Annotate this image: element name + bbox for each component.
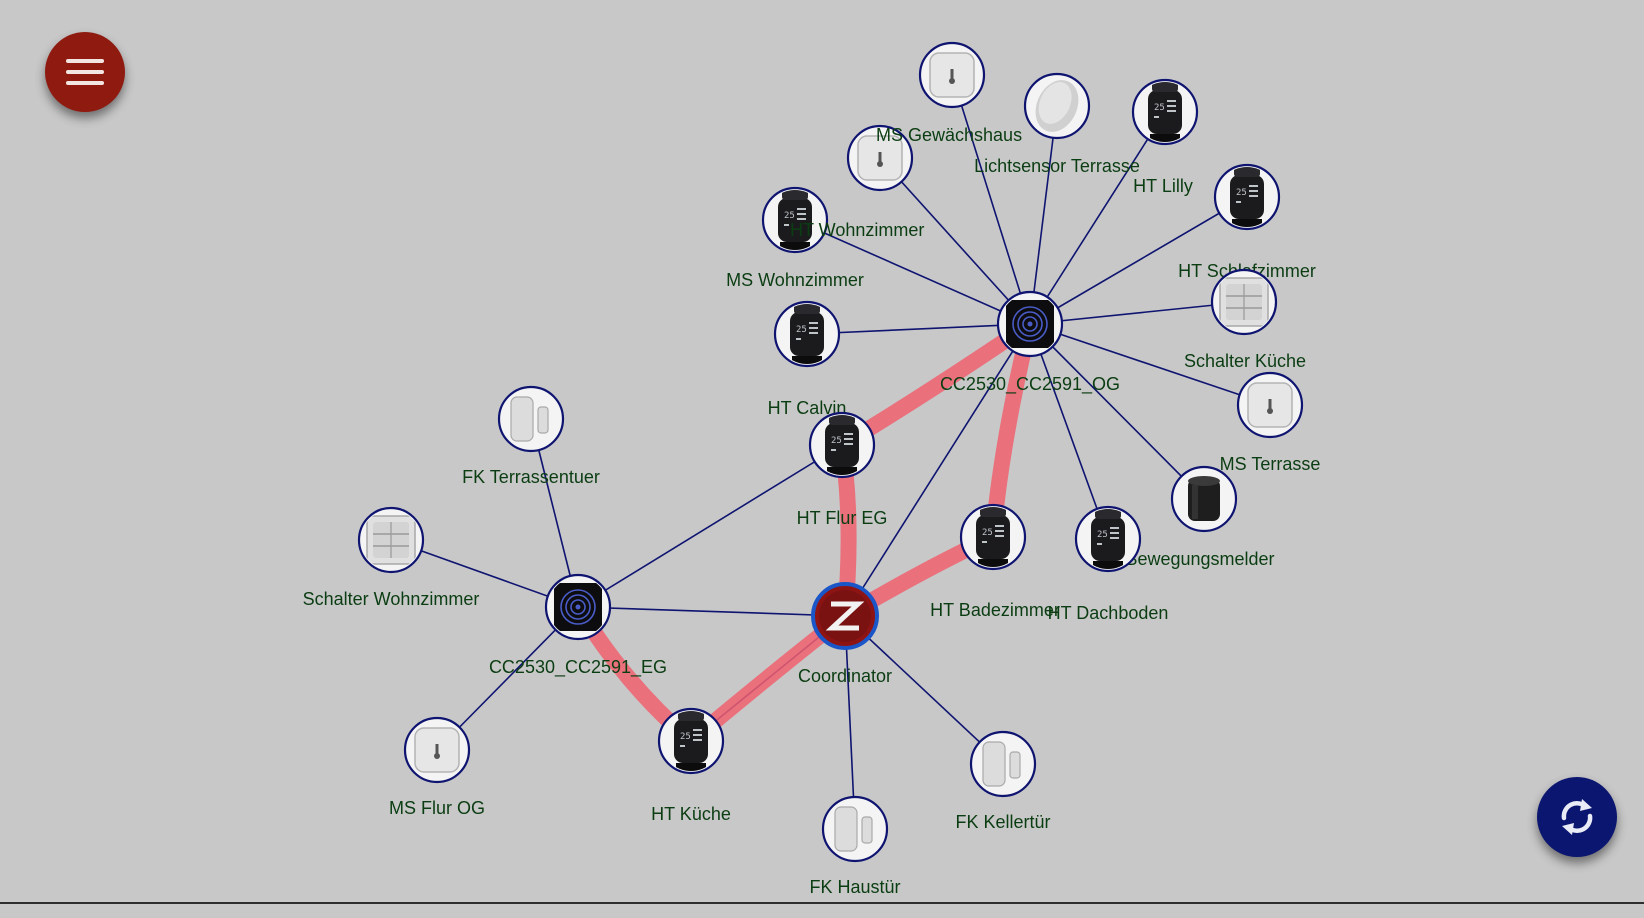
node-label-lichtsensor-terrasse: Lichtsensor Terrasse (974, 156, 1140, 176)
node-schalter-kueche[interactable] (1210, 268, 1278, 336)
door-contact-icon (510, 396, 549, 442)
node-ms-flur-og[interactable] (403, 716, 471, 784)
thermostat-icon: 25 (1091, 509, 1125, 569)
light-sensor-icon (1035, 80, 1079, 132)
link-router-og-ht-schlafzimmer (1029, 196, 1248, 325)
link-router-og-ht-calvin (806, 323, 1031, 335)
thermostat-icon: 25 (1148, 82, 1182, 142)
node-ms-terrasse[interactable] (1236, 371, 1304, 439)
link-router-og-schalter-kueche (1029, 301, 1245, 325)
svg-text:25: 25 (831, 436, 842, 446)
zigbee-logo-icon (819, 590, 871, 642)
node-coordinator[interactable] (811, 582, 879, 650)
link-coordinator-fk-kellertuer (844, 615, 1004, 765)
svg-text:25: 25 (680, 732, 691, 742)
link-router-eg-schalter-wohnzimmer (390, 539, 579, 608)
svg-text:25: 25 (1154, 103, 1165, 113)
door-contact-icon (982, 741, 1021, 787)
temperature-sensor-icon (929, 52, 975, 98)
node-label-ht-calvin: HT Calvin (768, 398, 847, 418)
node-label-ht-kueche: HT Küche (651, 804, 731, 824)
link-router-eg-ht-flur-eg (577, 444, 843, 608)
node-label-ms-flur-og: MS Flur OG (389, 798, 485, 818)
node-label-ms-terrasse: MS Terrasse (1220, 454, 1321, 474)
link-router-og-ms-terrasse (1029, 323, 1271, 406)
router-icon (1006, 300, 1054, 348)
node-label-ms-wohnzimmer: MS Wohnzimmer (726, 270, 864, 290)
node-ht-dachboden[interactable]: 25 (1074, 505, 1142, 573)
link-router-og-coordinator (844, 323, 1031, 617)
temperature-sensor-icon (1247, 382, 1293, 428)
node-label-coordinator: Coordinator (798, 666, 892, 686)
node-ht-lilly[interactable]: 25 (1131, 78, 1199, 146)
motion-sensor-icon (1188, 476, 1220, 521)
svg-text:25: 25 (796, 325, 807, 335)
link-router-og-ht-dachboden (1029, 323, 1109, 540)
node-ms-gewaechshaus[interactable] (846, 124, 914, 192)
link-router-eg-coordinator (577, 606, 846, 617)
link-router-eg-ms-flur-og (436, 606, 579, 751)
refresh-button[interactable] (1537, 777, 1617, 857)
node-label-fk-kellertuer: FK Kellertür (955, 812, 1050, 832)
node-label-schalter-wohnzimmer: Schalter Wohnzimmer (303, 589, 480, 609)
node-fk-haustuer[interactable] (821, 795, 889, 863)
node-bewegungsmelder[interactable] (1170, 465, 1238, 533)
refresh-icon (1561, 799, 1593, 835)
node-label-fk-haustuer: FK Haustür (809, 877, 900, 897)
node-ht-flur-eg[interactable]: 25 (808, 411, 876, 479)
node-label-schalter-kueche: Schalter Küche (1184, 351, 1306, 371)
link-router-og-ms-gewaechshaus (879, 157, 1031, 325)
thermostat-icon: 25 (976, 507, 1010, 567)
link-coordinator-fk-haustuer (844, 615, 856, 830)
wall-switch-icon (366, 515, 416, 565)
thermostat-icon: 25 (778, 190, 812, 250)
node-label-router-og: CC2530_CC2591_OG (940, 374, 1120, 395)
menu-button[interactable] (45, 32, 125, 112)
router-icon (554, 583, 602, 631)
node-fk-terrassentuer[interactable] (497, 385, 565, 453)
svg-text:25: 25 (784, 211, 795, 221)
node-label-ht-flur-eg: HT Flur EG (797, 508, 888, 528)
link-router-og-ht-lilly (1029, 111, 1166, 325)
node-router-og[interactable] (996, 290, 1064, 358)
nodes-layer: Coordinator CC2530_CC2591_OG CC2530_CC2591… (303, 41, 1321, 897)
svg-text:25: 25 (982, 528, 993, 538)
node-label-bewegungsmelder: Bewegungsmelder (1125, 549, 1274, 569)
link-router-og-bewegungsmelder (1029, 323, 1205, 500)
node-lichtsensor-terrasse[interactable] (1023, 72, 1091, 140)
thermostat-icon: 25 (674, 711, 708, 771)
node-label-ms-gewaechshaus: MS Gewächshaus (876, 125, 1022, 145)
node-label-router-eg: CC2530_CC2591_EG (489, 657, 667, 678)
node-label-ht-wohnzimmer: HT Wohnzimmer (790, 220, 924, 240)
node-fk-kellertuer[interactable] (969, 730, 1037, 798)
link-router-og-ht-wohnzimmer (794, 219, 1031, 325)
node-label-ht-badezimmer: HT Badezimmer (930, 600, 1060, 620)
node-ms-wohnzimmer[interactable] (918, 41, 986, 109)
thermostat-icon: 25 (825, 415, 859, 475)
thermostat-icon: 25 (790, 304, 824, 364)
wall-switch-icon (1219, 277, 1269, 327)
node-ht-wohnzimmer[interactable]: 25 (761, 186, 829, 254)
hamburger-menu-icon (66, 59, 104, 85)
node-label-fk-terrassentuer: FK Terrassentuer (462, 467, 600, 487)
node-ht-calvin[interactable]: 25 (773, 300, 841, 368)
link-router-og-lichtsensor-terrasse (1029, 105, 1058, 325)
node-ht-badezimmer[interactable]: 25 (959, 503, 1027, 571)
node-schalter-wohnzimmer[interactable] (357, 506, 425, 574)
temperature-sensor-icon (414, 727, 460, 773)
node-label-ht-dachboden: HT Dachboden (1048, 603, 1169, 623)
node-label-ht-lilly: HT Lilly (1133, 176, 1193, 196)
node-ht-schlafzimmer[interactable]: 25 (1213, 163, 1281, 231)
node-ht-kueche[interactable]: 25 (657, 707, 725, 775)
bottom-divider (0, 902, 1644, 904)
node-router-eg[interactable] (544, 573, 612, 641)
temperature-sensor-icon (857, 135, 903, 181)
link-router-og-ms-wohnzimmer (951, 74, 1031, 325)
svg-text:25: 25 (1236, 188, 1247, 198)
thermostat-icon: 25 (1230, 167, 1264, 227)
svg-text:25: 25 (1097, 530, 1108, 540)
door-contact-icon (834, 806, 873, 852)
